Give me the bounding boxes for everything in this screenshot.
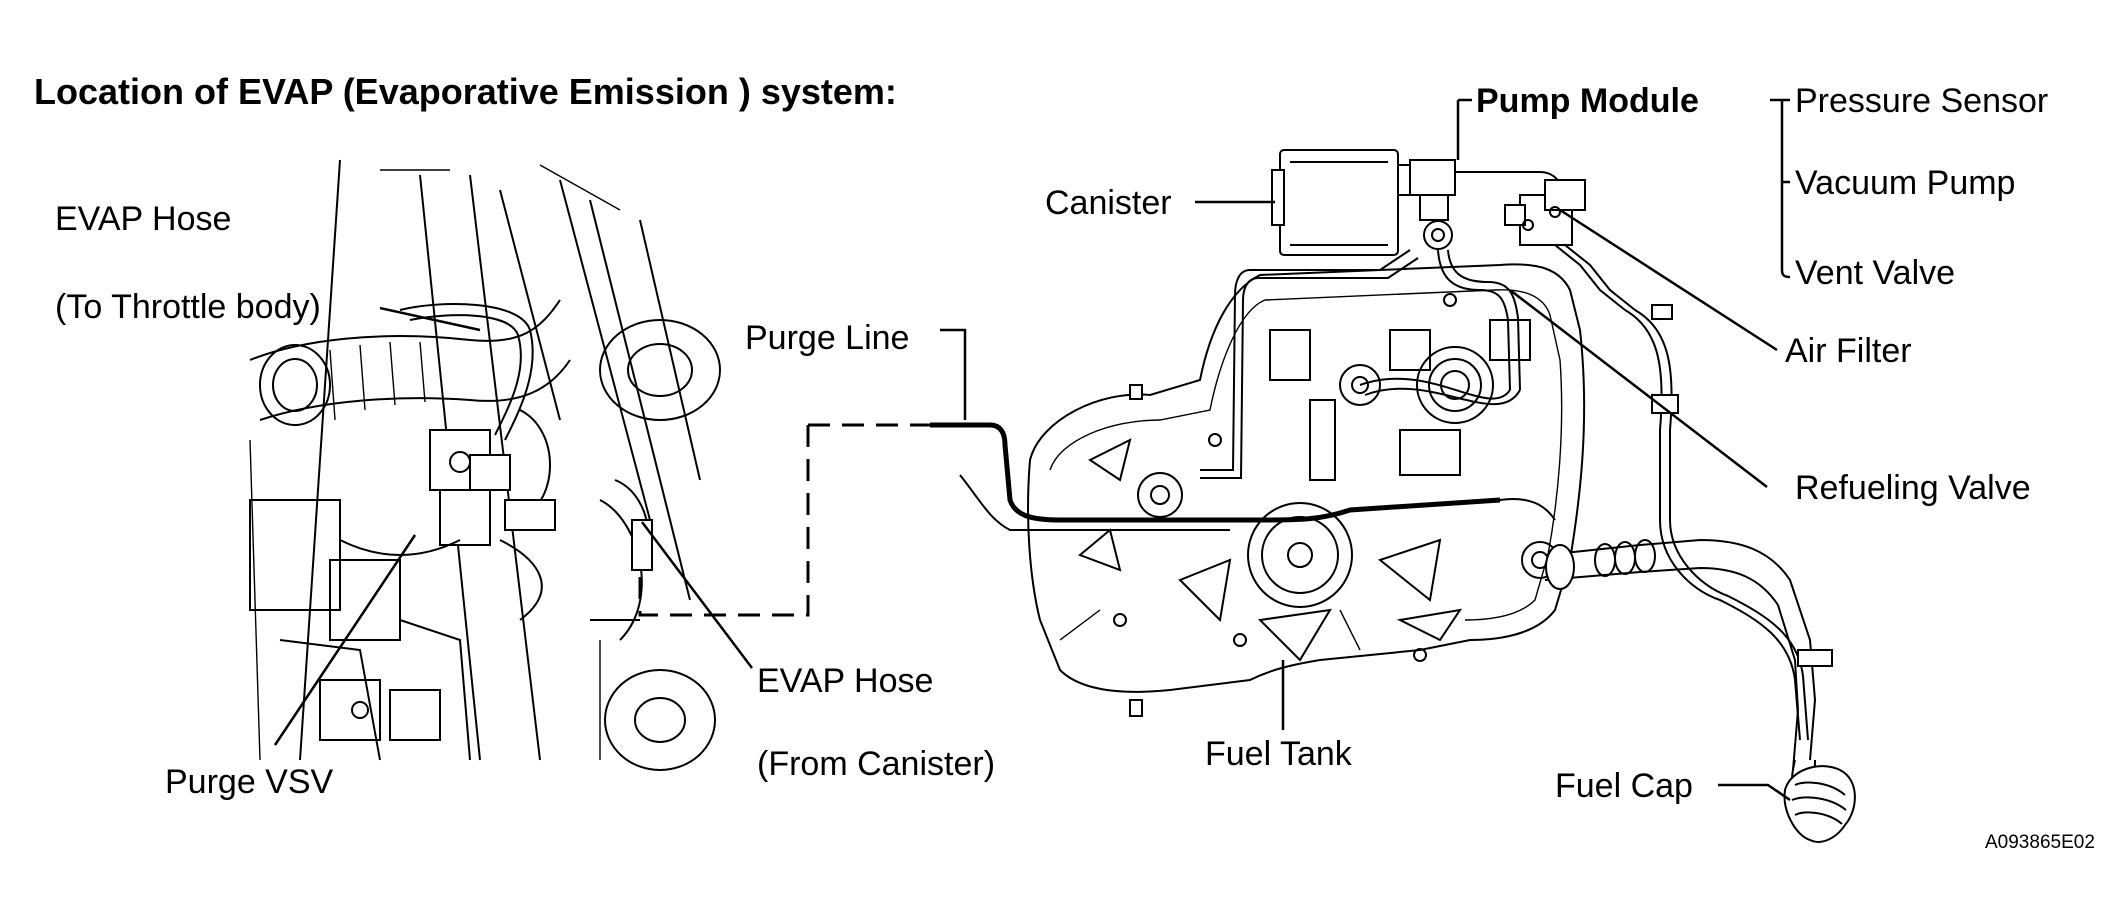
- label-purge-vsv: Purge VSV: [165, 763, 334, 801]
- purge-line-dashed: [638, 425, 810, 617]
- engine-bay-illustration: [249, 159, 721, 771]
- label-purge-line: Purge Line: [745, 319, 909, 357]
- label-pressure-sensor: Pressure Sensor: [1795, 82, 2048, 120]
- label-air-filter: Air Filter: [1785, 332, 1912, 370]
- label-vacuum-pump: Vacuum Pump: [1795, 164, 2015, 202]
- label-pump-module: Pump Module: [1476, 82, 1699, 120]
- figure-code: A093865E02: [1985, 832, 2095, 853]
- leader-lines: [273, 98, 1791, 802]
- label-evap-hose-bottom: EVAP Hose: [757, 662, 933, 700]
- label-refueling-valve: Refueling Valve: [1795, 469, 2031, 507]
- label-to-throttle-body: (To Throttle body): [55, 288, 321, 326]
- label-fuel-cap: Fuel Cap: [1555, 767, 1693, 805]
- label-vent-valve: Vent Valve: [1795, 254, 1955, 292]
- diagram-title: Location of EVAP (Evaporative Emission )…: [34, 71, 897, 112]
- label-from-canister: (From Canister): [757, 745, 995, 783]
- fuel-cap-drawing: [1783, 765, 1856, 843]
- label-fuel-tank: Fuel Tank: [1205, 735, 1353, 773]
- label-canister: Canister: [1045, 184, 1172, 222]
- label-evap-hose-top: EVAP Hose: [55, 200, 231, 238]
- fuel-tank-illustration: [930, 149, 1856, 843]
